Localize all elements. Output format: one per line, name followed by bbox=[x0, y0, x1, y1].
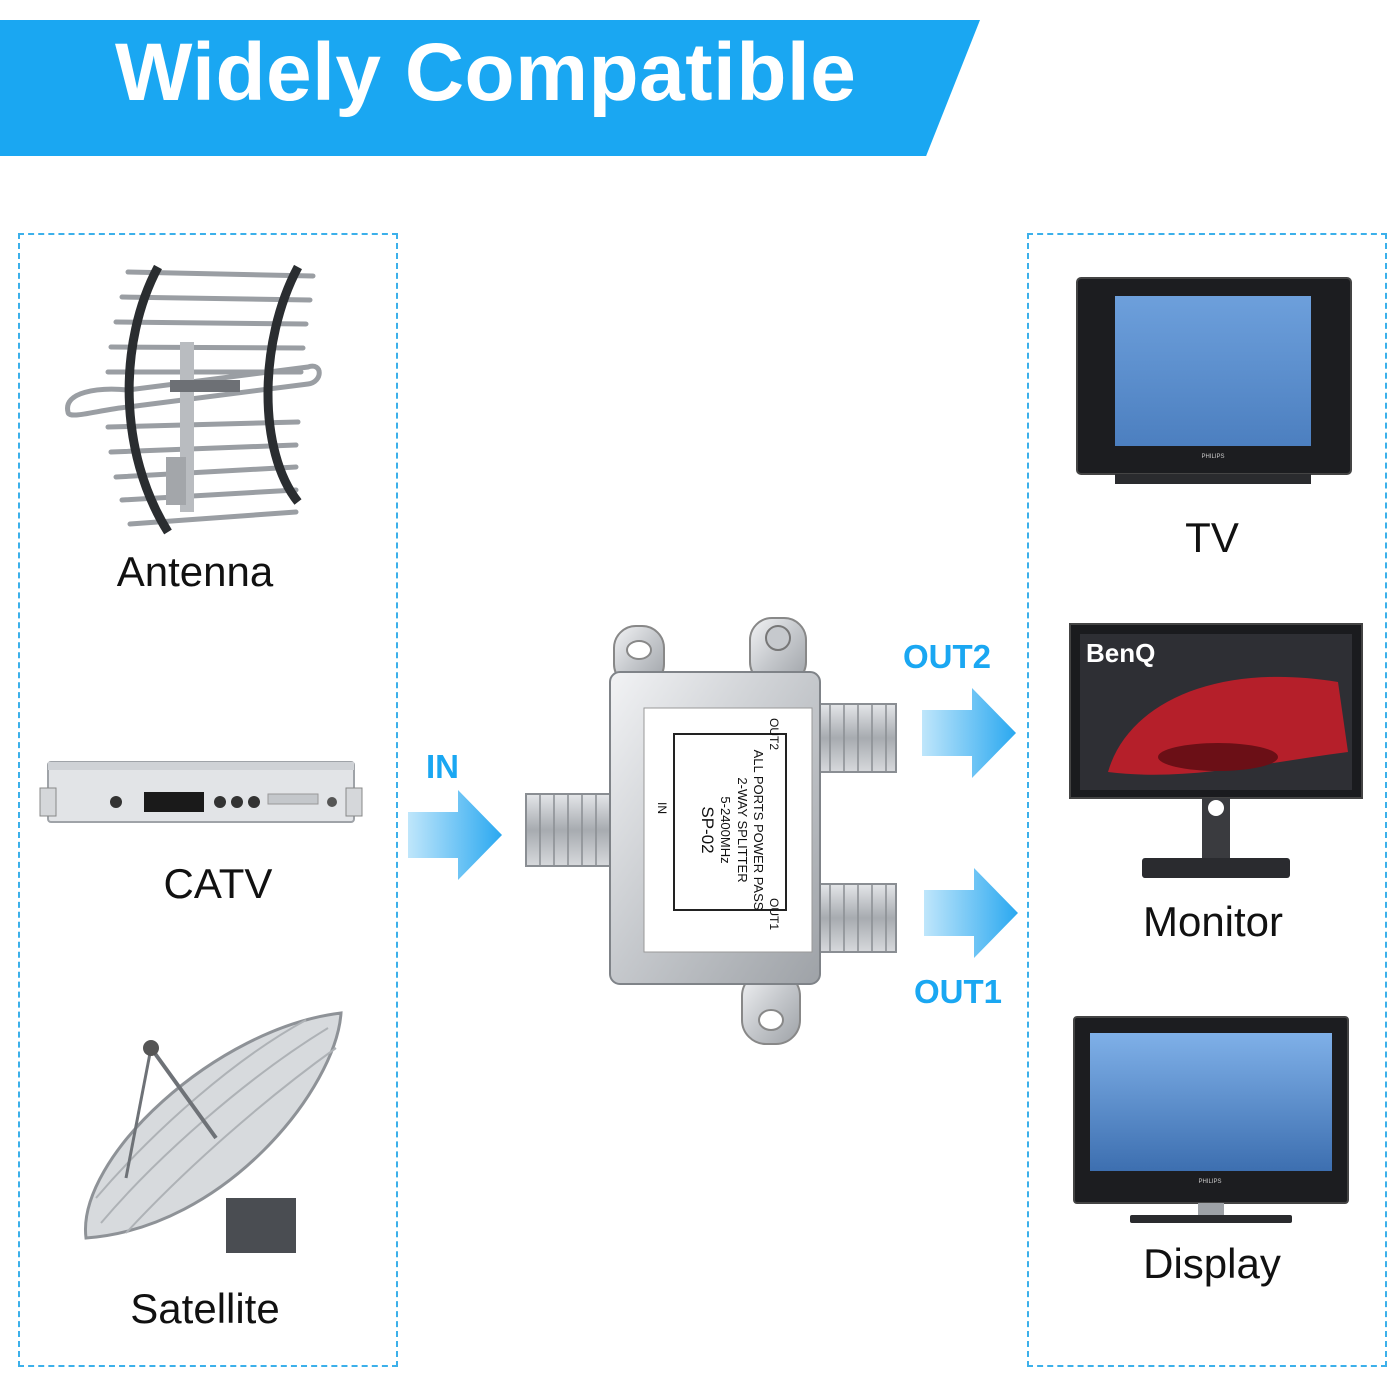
monitor-brand-logo: BenQ bbox=[1086, 638, 1155, 668]
out1-arrow-icon bbox=[924, 868, 1018, 958]
out2-port-label: OUT2 bbox=[903, 638, 992, 675]
catv-receiver-icon bbox=[39, 761, 363, 823]
satellite-dish-icon bbox=[84, 1011, 343, 1253]
source-label-satellite: Satellite bbox=[130, 1285, 280, 1332]
splitter-device bbox=[525, 617, 897, 1045]
monitor-icon: BenQ bbox=[1069, 623, 1363, 878]
in-port-label: IN bbox=[426, 748, 459, 785]
splitter-note: ALL PORTS POWER PASS bbox=[751, 750, 766, 911]
antenna-icon bbox=[65, 264, 322, 535]
out2-arrow-icon bbox=[922, 688, 1016, 778]
splitter-label: SP-02 5-2400MHz 2-WAY SPLITTER ALL PORTS… bbox=[655, 718, 781, 930]
source-panel bbox=[18, 233, 398, 1367]
output-label-monitor: Monitor bbox=[1142, 898, 1284, 945]
display-icon: PHILIPS bbox=[1073, 1016, 1349, 1223]
splitter-type: 2-WAY SPLITTER bbox=[735, 777, 750, 882]
source-label-antenna: Antenna bbox=[116, 548, 274, 595]
tv-icon: PHILIPS bbox=[1076, 277, 1352, 484]
source-label-catv: CATV bbox=[163, 860, 273, 907]
splitter-freq: 5-2400MHz bbox=[718, 796, 733, 863]
output-label-display: Display bbox=[1143, 1240, 1281, 1287]
output-label-tv: TV bbox=[1185, 514, 1239, 561]
page-title: Widely Compatible bbox=[115, 27, 857, 118]
splitter-out1-marker: OUT1 bbox=[767, 898, 781, 930]
title-banner bbox=[0, 20, 980, 156]
splitter-in-marker: IN bbox=[655, 802, 669, 814]
tv-brand-logo: PHILIPS bbox=[1201, 454, 1224, 460]
display-brand-logo: PHILIPS bbox=[1198, 1179, 1221, 1185]
in-arrow-icon bbox=[408, 790, 502, 880]
out1-port-label: OUT1 bbox=[914, 973, 1003, 1010]
splitter-out2-marker: OUT2 bbox=[767, 718, 781, 750]
splitter-model: SP-02 bbox=[698, 806, 717, 853]
output-panel bbox=[1027, 233, 1387, 1367]
